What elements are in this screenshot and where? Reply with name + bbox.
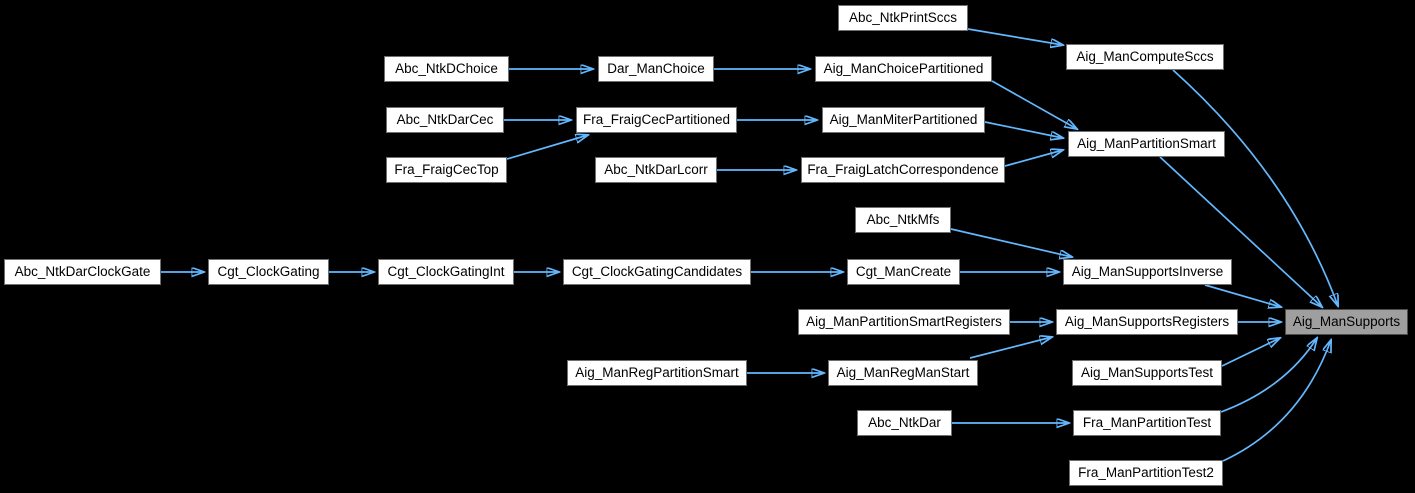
graph-node-Aig_ManPartitionSmartRegisters[interactable]: Aig_ManPartitionSmartRegisters — [798, 309, 1010, 335]
graph-node-Dar_ManChoice[interactable]: Dar_ManChoice — [598, 56, 714, 82]
edge-Fra_ManPartitionTest-to-Aig_ManSupports — [1220, 338, 1317, 413]
edge-Abc_NtkMfs-to-Aig_ManSupportsInverse — [950, 228, 1072, 257]
edge-Fra_FraigCecTop-to-Fra_FraigCecPartitioned — [506, 135, 588, 160]
graph-node-Fra_FraigCecTop[interactable]: Fra_FraigCecTop — [386, 157, 507, 183]
edge-Aig_ManRegManStart-to-Aig_ManSupportsRegisters — [969, 337, 1052, 359]
edge-Aig_ManChoicePartitioned-to-Aig_ManPartitionSmart — [991, 80, 1077, 129]
edge-Aig_ManComputeSccs-to-Aig_ManSupports — [1172, 69, 1338, 306]
graph-node-Aig_ManChoicePartitioned[interactable]: Aig_ManChoicePartitioned — [815, 56, 992, 82]
graph-node-Fra_FraigLatchCorrespondence[interactable]: Fra_FraigLatchCorrespondence — [801, 157, 1005, 183]
graph-node-Aig_ManRegPartitionSmart[interactable]: Aig_ManRegPartitionSmart — [567, 360, 747, 386]
graph-node-Aig_ManPartitionSmart[interactable]: Aig_ManPartitionSmart — [1068, 131, 1225, 157]
graph-node-Abc_NtkDarCec[interactable]: Abc_NtkDarCec — [386, 107, 504, 133]
edge-Aig_ManSupportsTest-to-Aig_ManSupports — [1221, 338, 1280, 367]
graph-node-Abc_NtkDarLcorr[interactable]: Abc_NtkDarLcorr — [595, 157, 717, 183]
edge-Aig_ManPartitionSmart-to-Aig_ManSupports — [1159, 156, 1322, 307]
graph-node-Aig_ManSupportsRegisters[interactable]: Aig_ManSupportsRegisters — [1056, 309, 1238, 335]
graph-node-Abc_NtkPrintSccs[interactable]: Abc_NtkPrintSccs — [838, 5, 968, 31]
graph-node-Aig_ManRegManStart[interactable]: Aig_ManRegManStart — [828, 360, 978, 386]
edge-Aig_ManMiterPartitioned-to-Aig_ManPartitionSmart — [984, 121, 1063, 138]
graph-node-Fra_ManPartitionTest[interactable]: Fra_ManPartitionTest — [1073, 410, 1221, 436]
graph-node-Cgt_ClockGating[interactable]: Cgt_ClockGating — [208, 259, 329, 285]
graph-node-Aig_ManSupports[interactable]: Aig_ManSupports — [1285, 309, 1408, 335]
graph-node-Fra_ManPartitionTest2[interactable]: Fra_ManPartitionTest2 — [1069, 460, 1223, 486]
graph-node-Aig_ManComputeSccs[interactable]: Aig_ManComputeSccs — [1066, 44, 1224, 70]
graph-node-Abc_NtkDar[interactable]: Abc_NtkDar — [857, 410, 952, 436]
graph-node-Cgt_ManCreate[interactable]: Cgt_ManCreate — [847, 259, 960, 285]
graph-node-Cgt_ClockGatingCandidates[interactable]: Cgt_ClockGatingCandidates — [563, 259, 751, 285]
graph-node-Aig_ManSupportsInverse[interactable]: Aig_ManSupportsInverse — [1063, 259, 1232, 285]
graph-node-Abc_NtkDarClockGate[interactable]: Abc_NtkDarClockGate — [4, 259, 161, 285]
edge-Aig_ManSupportsInverse-to-Aig_ManSupports — [1204, 284, 1281, 307]
edge-Fra_ManPartitionTest2-to-Aig_ManSupports — [1222, 340, 1331, 462]
edge-Abc_NtkPrintSccs-to-Aig_ManComputeSccs — [967, 28, 1063, 45]
graph-node-Aig_ManMiterPartitioned[interactable]: Aig_ManMiterPartitioned — [822, 107, 985, 133]
graph-node-Aig_ManSupportsTest[interactable]: Aig_ManSupportsTest — [1072, 360, 1222, 386]
edge-Fra_FraigLatchCorrespondence-to-Aig_ManPartitionSmart — [1004, 150, 1063, 167]
graph-node-Fra_FraigCecPartitioned[interactable]: Fra_FraigCecPartitioned — [576, 107, 737, 133]
graph-node-Cgt_ClockGatingInt[interactable]: Cgt_ClockGatingInt — [378, 259, 514, 285]
edges — [161, 28, 1338, 462]
graph-node-Abc_NtkDChoice[interactable]: Abc_NtkDChoice — [384, 56, 509, 82]
graph-node-Abc_NtkMfs[interactable]: Abc_NtkMfs — [855, 207, 951, 233]
